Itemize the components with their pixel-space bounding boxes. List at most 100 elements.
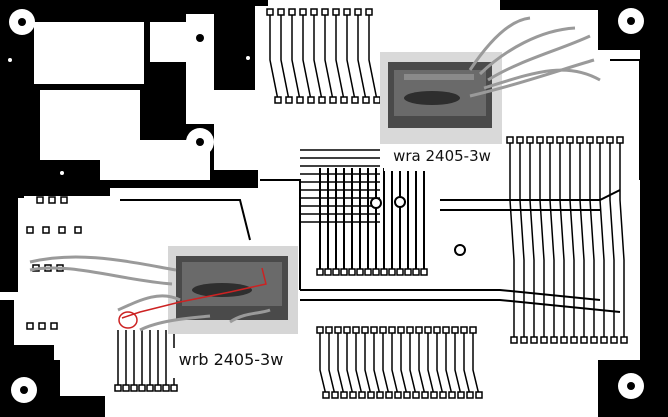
trace [609, 140, 615, 340]
pad [457, 391, 465, 399]
pad [520, 336, 528, 344]
pad [277, 8, 285, 16]
trace [436, 330, 444, 396]
trace [427, 330, 435, 396]
trace [529, 140, 535, 340]
pad [26, 226, 34, 234]
pad [60, 196, 68, 204]
pad [348, 268, 356, 276]
trace [291, 12, 301, 101]
trace [418, 330, 426, 396]
pad [610, 336, 618, 344]
pad [590, 336, 598, 344]
pad [536, 136, 544, 144]
trace [313, 12, 323, 101]
pad [146, 384, 154, 392]
pad [340, 391, 348, 399]
pad [475, 391, 483, 399]
wrb-module-label: wrb 2405-3w [170, 348, 292, 378]
wra-module-label: wra 2405-3w [384, 146, 500, 171]
pad [540, 336, 548, 344]
pad [343, 8, 351, 16]
pad [403, 391, 411, 399]
pad [340, 96, 348, 104]
pad [404, 268, 412, 276]
pad [154, 384, 162, 392]
trace [539, 140, 545, 340]
pad [329, 96, 337, 104]
pad [388, 268, 396, 276]
pad [510, 336, 518, 344]
pad [576, 136, 584, 144]
pad [460, 326, 468, 334]
trace [599, 140, 605, 340]
trace [364, 330, 372, 396]
pad [412, 391, 420, 399]
pad [340, 268, 348, 276]
trace [472, 330, 480, 396]
trace [569, 140, 575, 340]
pad [550, 336, 558, 344]
pad [356, 268, 364, 276]
pad [373, 96, 381, 104]
wra-wires [468, 16, 601, 98]
pad [415, 326, 423, 334]
pad [394, 391, 402, 399]
trace [319, 330, 327, 396]
trace [373, 330, 381, 396]
pad [58, 226, 66, 234]
pour-vias [8, 56, 262, 175]
pad [332, 8, 340, 16]
pad [516, 136, 524, 144]
trace [300, 289, 601, 301]
trace [280, 12, 290, 101]
pad [351, 96, 359, 104]
pad [367, 391, 375, 399]
pad [334, 326, 342, 334]
pad [114, 384, 122, 392]
pad [388, 326, 396, 334]
pad [396, 268, 404, 276]
trace [335, 12, 345, 101]
trace [328, 330, 336, 396]
trace [440, 189, 621, 201]
pad [556, 136, 564, 144]
pad [600, 336, 608, 344]
trace [300, 299, 621, 313]
pad [560, 336, 568, 344]
trace [463, 330, 471, 396]
pad [288, 8, 296, 16]
trace [559, 140, 565, 340]
trace [619, 140, 625, 340]
pad [406, 326, 414, 334]
trace [382, 330, 390, 396]
trace [120, 199, 251, 241]
pad [332, 268, 340, 276]
pad [580, 336, 588, 344]
pad [343, 326, 351, 334]
pad [596, 136, 604, 144]
pad [385, 391, 393, 399]
pad [424, 326, 432, 334]
pad [570, 336, 578, 344]
pad [266, 8, 274, 16]
trace [346, 330, 354, 396]
wra-module [380, 52, 502, 144]
pad [307, 96, 315, 104]
pad [430, 391, 438, 399]
trace [579, 140, 585, 340]
pad [42, 226, 50, 234]
pad [316, 326, 324, 334]
pad [122, 384, 130, 392]
trace [400, 330, 408, 396]
trace [610, 59, 641, 180]
pad [50, 322, 58, 330]
pad [376, 391, 384, 399]
pad [321, 8, 329, 16]
pad [372, 268, 380, 276]
via [370, 197, 382, 209]
pad [412, 268, 420, 276]
pad [352, 326, 360, 334]
pad [451, 326, 459, 334]
